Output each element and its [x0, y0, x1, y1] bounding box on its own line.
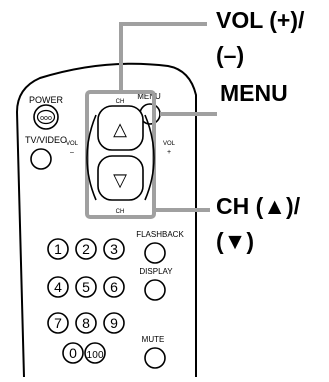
ch-up-icon: △ — [113, 119, 127, 139]
vol-right-label: VOL — [163, 141, 176, 147]
key-9-button[interactable]: 9 — [103, 312, 125, 334]
vol-right-sign: + — [167, 149, 171, 156]
numeric-keypad: 1 2 3 4 5 6 7 8 9 0 100 — [47, 238, 125, 364]
ch-callout-line1: CH (▲)/ — [216, 193, 301, 219]
key-8-label: 8 — [82, 315, 90, 331]
key-9-label: 9 — [110, 315, 118, 331]
tv-video-button[interactable] — [30, 148, 52, 170]
vol-left-label: VOL — [66, 141, 79, 147]
key-3-label: 3 — [110, 241, 118, 257]
vol-leader-line — [119, 22, 207, 92]
ch-down-icon: ▽ — [113, 170, 127, 190]
key-100-label: 100 — [87, 350, 104, 361]
key-6-button[interactable]: 6 — [103, 276, 125, 298]
remote-body — [15, 62, 197, 378]
menu-label: MENU — [137, 92, 161, 101]
flashback-label: FLASHBACK — [136, 230, 184, 239]
mute-label: MUTE — [142, 335, 165, 344]
key-2-button[interactable]: 2 — [75, 238, 97, 260]
mute-button[interactable] — [144, 347, 166, 369]
power-button[interactable] — [33, 104, 59, 130]
ch-top-label: CH — [116, 99, 125, 105]
power-label: POWER — [29, 95, 64, 105]
key-8-button[interactable]: 8 — [75, 312, 97, 334]
vol-down-button[interactable] — [86, 114, 97, 201]
ch-callout-line2: (▼) — [216, 228, 255, 254]
vol-left-sign: – — [70, 149, 74, 156]
key-3-button[interactable]: 3 — [103, 238, 125, 260]
key-4-button[interactable]: 4 — [47, 276, 69, 298]
ch-down-button[interactable] — [97, 155, 144, 201]
power-button-text: ooo — [40, 115, 52, 122]
vol-callout-line2: (–) — [216, 42, 245, 68]
key-2-label: 2 — [82, 241, 90, 257]
key-7-label: 7 — [54, 315, 62, 331]
menu-callout: MENU — [220, 80, 288, 106]
key-6-label: 6 — [110, 279, 118, 295]
display-label: DISPLAY — [139, 267, 173, 276]
display-button[interactable] — [144, 279, 166, 301]
key-0-button[interactable]: 0 — [62, 342, 84, 364]
ch-up-button[interactable] — [97, 105, 144, 151]
key-5-button[interactable]: 5 — [75, 276, 97, 298]
key-4-label: 4 — [54, 279, 62, 295]
key-7-button[interactable]: 7 — [47, 312, 69, 334]
vol-callout-line1: VOL (+)/ — [216, 7, 305, 33]
key-0-label: 0 — [69, 345, 77, 361]
vol-up-button[interactable] — [144, 114, 155, 201]
key-1-button[interactable]: 1 — [47, 238, 69, 260]
key-1-label: 1 — [54, 241, 62, 257]
flashback-button[interactable] — [144, 242, 166, 264]
power-button-inner — [36, 109, 56, 125]
key-100-button[interactable]: 100 — [84, 342, 106, 364]
key-5-label: 5 — [82, 279, 90, 295]
tv-video-label: TV/VIDEO — [25, 135, 67, 145]
ch-bottom-label: CH — [116, 209, 125, 215]
